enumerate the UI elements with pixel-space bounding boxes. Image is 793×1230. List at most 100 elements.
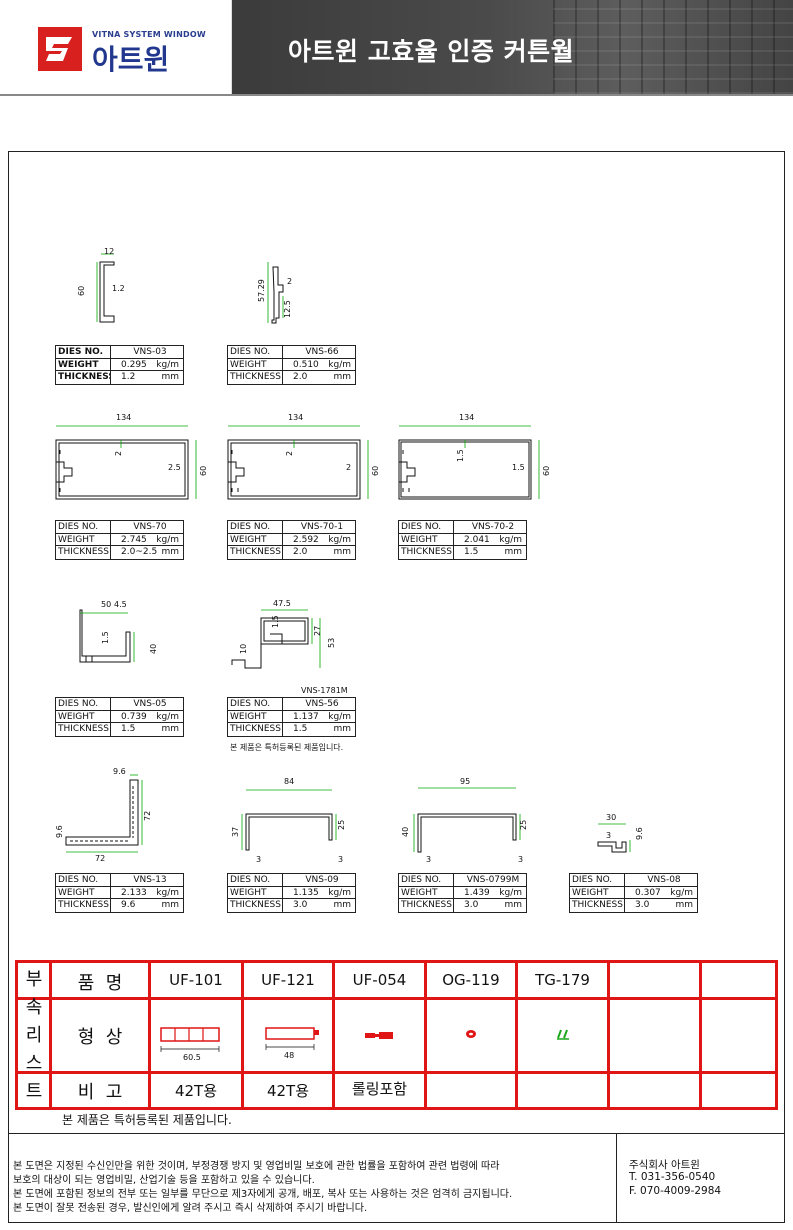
side-label-char: 부 bbox=[25, 969, 43, 990]
logo-mark-icon bbox=[38, 27, 82, 71]
profile-vns-70-icon bbox=[55, 425, 197, 500]
vns-56-dim-4: 53 bbox=[327, 638, 336, 648]
vns-0799m-dim-2: 25 bbox=[519, 820, 528, 830]
accessory-name: UF-054 bbox=[352, 971, 407, 989]
drawing-frame bbox=[8, 151, 785, 1223]
vns-66-dim-2: 12.5 bbox=[283, 300, 292, 318]
vns-56-patent-note: 본 제품은 특허등록된 제품입니다. bbox=[230, 743, 344, 752]
vns-08-dim-0: 30 bbox=[606, 813, 616, 822]
vns-0799m-dim-1: 40 bbox=[401, 827, 410, 837]
profile-drawings: 12 60 1.2 57.29 2 12.5 134 2 2.5 60 134 … bbox=[55, 247, 644, 864]
footer-divider bbox=[8, 1133, 785, 1134]
vns-08-dim-1: 3 bbox=[606, 831, 611, 840]
accessory-remark: 42T용 bbox=[266, 1082, 310, 1100]
vns-70-dim-2: 2.5 bbox=[168, 463, 181, 472]
profile-vns-0799m-icon bbox=[413, 787, 521, 853]
vns-66-dim-1: 2 bbox=[287, 277, 292, 286]
profile-vns-05-icon bbox=[79, 609, 135, 663]
vns-09-dim-4: 3 bbox=[338, 855, 343, 864]
accessory-remark: 롤링포함 bbox=[351, 1080, 408, 1098]
vns-70-dim-1: 2 bbox=[114, 451, 123, 456]
vns-56-dim-1: 27 bbox=[313, 626, 322, 636]
company-name: 주식회사 아트윈 bbox=[629, 1159, 700, 1171]
side-label-char: 스 bbox=[25, 1053, 43, 1074]
vns-13-dim-2: 9.6 bbox=[55, 825, 64, 838]
accessory-list-table: 부 속 리 스 트 품 명 형 상 비 고 UF-101 UF-121 UF-0… bbox=[15, 960, 778, 1110]
accessory-name: UF-101 bbox=[169, 971, 223, 989]
accessory-remark: 42T용 bbox=[174, 1082, 218, 1100]
profile-vns-03-icon bbox=[96, 253, 115, 323]
vns-0799m-dim-0: 95 bbox=[460, 777, 470, 786]
uf-101-shape-icon: 60.5 bbox=[160, 1027, 220, 1062]
vns-13-dim-1: 72 bbox=[143, 811, 152, 821]
side-label-char: 속 bbox=[25, 997, 43, 1018]
vns-08-dim-2: 9.6 bbox=[635, 827, 644, 840]
confidential-notice-line: 본 도면에 포함된 정보의 전부 또는 일부를 무단으로 제3자에게 공개, 배… bbox=[13, 1189, 513, 1200]
logo-name: 아트윈 bbox=[92, 43, 170, 76]
title-banner: 아트윈 고효율 인증 커튼월 bbox=[232, 0, 793, 94]
logo-subtitle: VITNA SYSTEM WINDOW bbox=[92, 30, 206, 39]
row-label-shape: 형 상 bbox=[77, 1027, 123, 1048]
vns-05-dim-3: 40 bbox=[149, 644, 158, 654]
vns-03-dim-1: 60 bbox=[77, 286, 86, 296]
vns-70-1-dim-1: 2 bbox=[285, 451, 294, 456]
accessory-name: TG-179 bbox=[535, 971, 590, 989]
vns-0799m-dim-3: 3 bbox=[426, 855, 431, 864]
og-119-shape-icon bbox=[466, 1030, 476, 1038]
profile-vns-09-icon bbox=[241, 789, 337, 851]
accessory-name: UF-121 bbox=[261, 971, 315, 989]
vns-09-dim-1: 37 bbox=[231, 827, 240, 837]
company-phone: T. 031-356-0540 bbox=[629, 1171, 716, 1183]
profile-vns-08-icon bbox=[597, 823, 631, 853]
uf-121-shape-dim: 48 bbox=[284, 1051, 294, 1060]
footer-column-divider bbox=[616, 1133, 617, 1223]
vns-13-dim-3: 72 bbox=[95, 854, 105, 863]
vns-13-dim-0: 9.6 bbox=[113, 767, 126, 776]
vns-56-dim-0: 47.5 bbox=[273, 599, 291, 608]
header-divider bbox=[0, 94, 793, 96]
page-header: VITNA SYSTEM WINDOW 아트윈 아트윈 고효율 인증 커튼월 bbox=[0, 0, 793, 96]
uf-121-shape-icon: 48 bbox=[265, 1027, 319, 1060]
confidential-notice-line: 본 도면이 잘못 전송된 경우, 발신인에게 알려 주시고 즉시 삭제하여 주시… bbox=[13, 1203, 368, 1214]
profile-vns-66-icon bbox=[267, 262, 284, 324]
vns-56-label-above: VNS-1781M bbox=[301, 686, 348, 695]
vns-05-dim-2: 1.5 bbox=[101, 631, 110, 644]
tg-179-shape-icon bbox=[557, 1029, 569, 1040]
profile-vns-56-icon bbox=[231, 609, 321, 669]
vns-70-2-dim-3: 60 bbox=[542, 466, 551, 476]
accessory-name: OG-119 bbox=[442, 971, 500, 989]
side-label-char: 리 bbox=[25, 1025, 43, 1046]
vns-70-2-dim-2: 1.5 bbox=[512, 463, 525, 472]
vns-05-dim-1: 4.5 bbox=[114, 600, 127, 609]
company-fax: F. 070-4009-2984 bbox=[629, 1185, 722, 1197]
page-title: 아트윈 고효율 인증 커튼월 bbox=[288, 37, 575, 66]
vns-56-dim-3: 10 bbox=[239, 644, 248, 654]
vns-09-dim-3: 3 bbox=[256, 855, 261, 864]
uf-101-shape-dim: 60.5 bbox=[183, 1053, 201, 1062]
vns-03-dim-2: 1.2 bbox=[112, 284, 125, 293]
uf-054-shape-icon bbox=[365, 1032, 393, 1039]
vns-0799m-dim-4: 3 bbox=[518, 855, 523, 864]
profile-vns-13-icon bbox=[65, 774, 143, 853]
vns-70-dim-0: 134 bbox=[116, 413, 131, 422]
confidential-notice-line: 본 도면은 지정된 수신인만을 위한 것이며, 부정경쟁 방지 및 영업비밀 보… bbox=[13, 1161, 500, 1172]
vns-70-2-dim-0: 134 bbox=[459, 413, 474, 422]
row-label-name: 품 명 bbox=[77, 973, 123, 994]
banner-building-pattern bbox=[553, 0, 793, 94]
vns-70-2-dim-1: 1.5 bbox=[456, 449, 465, 462]
vns-66-dim-0: 57.29 bbox=[257, 279, 266, 302]
patent-note: 본 제품은 특허등록된 제품입니다. bbox=[62, 1113, 232, 1127]
vns-09-dim-2: 25 bbox=[337, 820, 346, 830]
vns-05-dim-0: 50 bbox=[101, 600, 111, 609]
